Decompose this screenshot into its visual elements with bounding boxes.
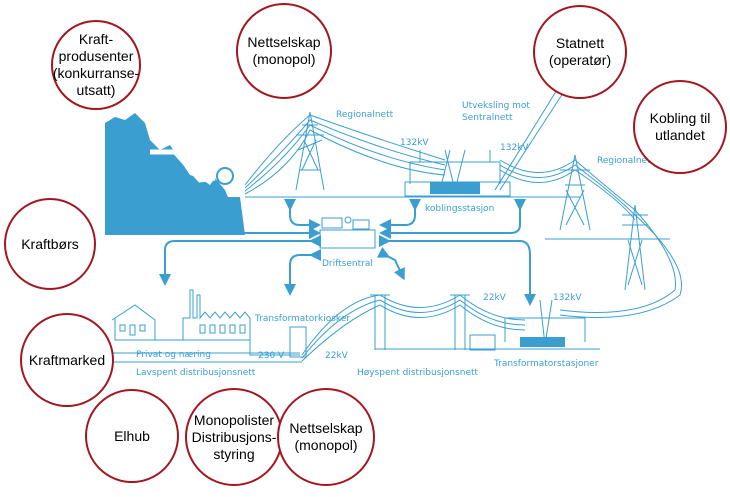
label-regionalnett: Regionalnett <box>597 156 655 166</box>
label-utveksling: Utveksling mot <box>462 101 530 111</box>
tower-icon <box>559 154 591 231</box>
data-flow-arrows <box>159 199 536 306</box>
label-132kv: 132kV <box>500 143 529 153</box>
label-transformatorkiosker: Transformatorkiosker <box>254 314 350 324</box>
turbine-icon <box>216 167 234 185</box>
actor-label: Kraft- produsenter (konkurranse- utsatt) <box>52 31 140 98</box>
hydro-plant-icon <box>105 113 245 235</box>
label-22kv: 22kV <box>483 293 507 303</box>
actor-label: Kraftmarked <box>28 351 106 368</box>
actor-kraftbors: Kraftbørs <box>4 198 96 290</box>
label-privat: Privat og næring <box>136 350 211 360</box>
actor-kraftprodusenter: Kraft- produsenter (konkurranse- utsatt) <box>51 20 141 110</box>
house-icon <box>111 304 156 341</box>
label-132kv: 132kV <box>553 293 582 303</box>
actor-elhub: Elhub <box>85 389 179 483</box>
actor-monopolister: Monopolister Distribusjons- styring <box>185 388 283 486</box>
label-kraftstasjon: Kraftstasjon <box>158 204 212 214</box>
transformer-station-icon <box>469 299 586 351</box>
label-koblingsstasjon: koblingsstasjon <box>425 204 494 214</box>
tower-icon <box>622 204 648 291</box>
actor-label: Statnett (operatør) <box>548 35 612 68</box>
actor-statnett: Statnett (operatør) <box>533 5 627 99</box>
label-230v: 230 V <box>258 351 285 361</box>
actor-label: Kobling til utlandet <box>649 110 711 143</box>
transformer-kiosk-icon <box>289 326 307 358</box>
label-22kv: 22kV <box>325 351 349 361</box>
label-driftsentral: Driftsentral <box>322 259 373 269</box>
actor-label: Nettselskap (monopol) <box>289 420 363 453</box>
label-regionalnett: Regionalnett <box>336 110 394 120</box>
actor-label: Elhub <box>114 427 150 444</box>
actor-nettselskap-top: Nettselskap (monopol) <box>236 3 332 99</box>
label-hoyspent: Høyspent distribusjonsnett <box>357 368 479 378</box>
actor-kraftmarked: Kraftmarked <box>20 313 114 407</box>
switching-station-icon <box>404 149 511 197</box>
actor-label: Monopolister Distribusjons- styring <box>191 411 277 462</box>
actor-nettselskap-bottom: Nettselskap (monopol) <box>277 388 375 486</box>
actor-kobling-utlandet: Kobling til utlandet <box>633 80 727 174</box>
label-lavspent: Lavspent distribusjonsnett <box>136 368 256 378</box>
label-sentralnett: Sentralnett <box>462 113 513 123</box>
label-transformatorstasjoner: Transformatorstasjoner <box>493 359 599 369</box>
actor-label: Kraftbørs <box>21 235 79 252</box>
actor-label: Nettselskap (monopol) <box>247 34 321 67</box>
factory-icon <box>182 289 251 341</box>
label-132kv: 132kV <box>400 138 429 148</box>
tower-icon <box>295 111 325 191</box>
distribution-pole-icon <box>370 294 470 350</box>
control-center-icon <box>319 216 376 249</box>
